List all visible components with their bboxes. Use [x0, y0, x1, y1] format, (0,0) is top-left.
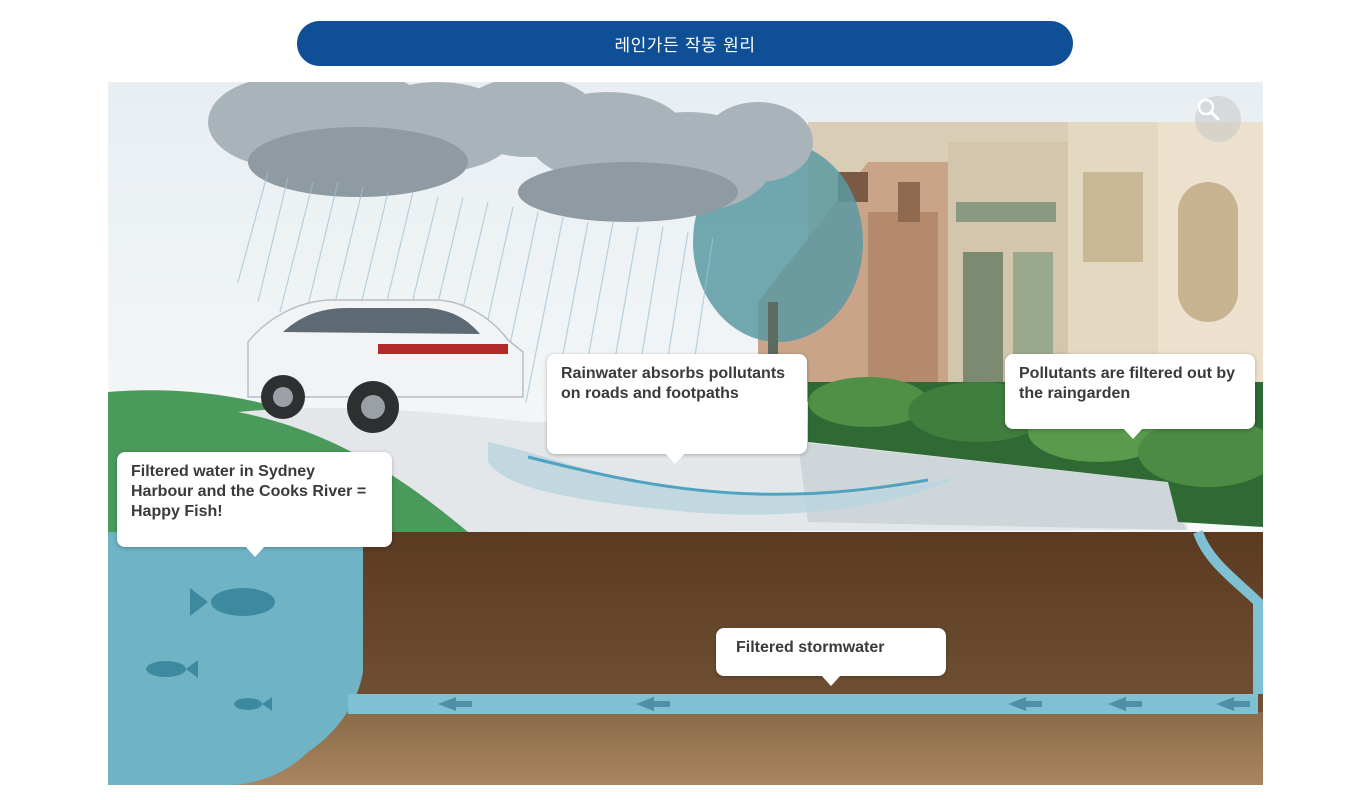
zoom-in-icon [1197, 98, 1220, 121]
callout-filtered-stormwater: Filtered stormwater [716, 628, 946, 686]
storm-clouds [208, 82, 813, 222]
harbour-water [108, 532, 363, 752]
runoff [488, 442, 958, 515]
page-title: 레인가든 작동 원리 [297, 21, 1073, 66]
flow-arrows [438, 697, 1250, 711]
car [247, 299, 524, 433]
callout-rainwater: Rainwater absorbs pollutants on roads an… [547, 354, 807, 464]
raingarden-illustration: Filtered water in Sydney Harbour and the… [108, 82, 1263, 785]
fish [146, 588, 275, 711]
kerb [798, 442, 1186, 530]
zoom-button[interactable] [1195, 96, 1241, 142]
callout-happy-fish: Filtered water in Sydney Harbour and the… [117, 452, 392, 557]
stormwater-pipe [348, 530, 1263, 714]
callout-pollutants: Pollutants are filtered out by the raing… [1005, 354, 1255, 439]
